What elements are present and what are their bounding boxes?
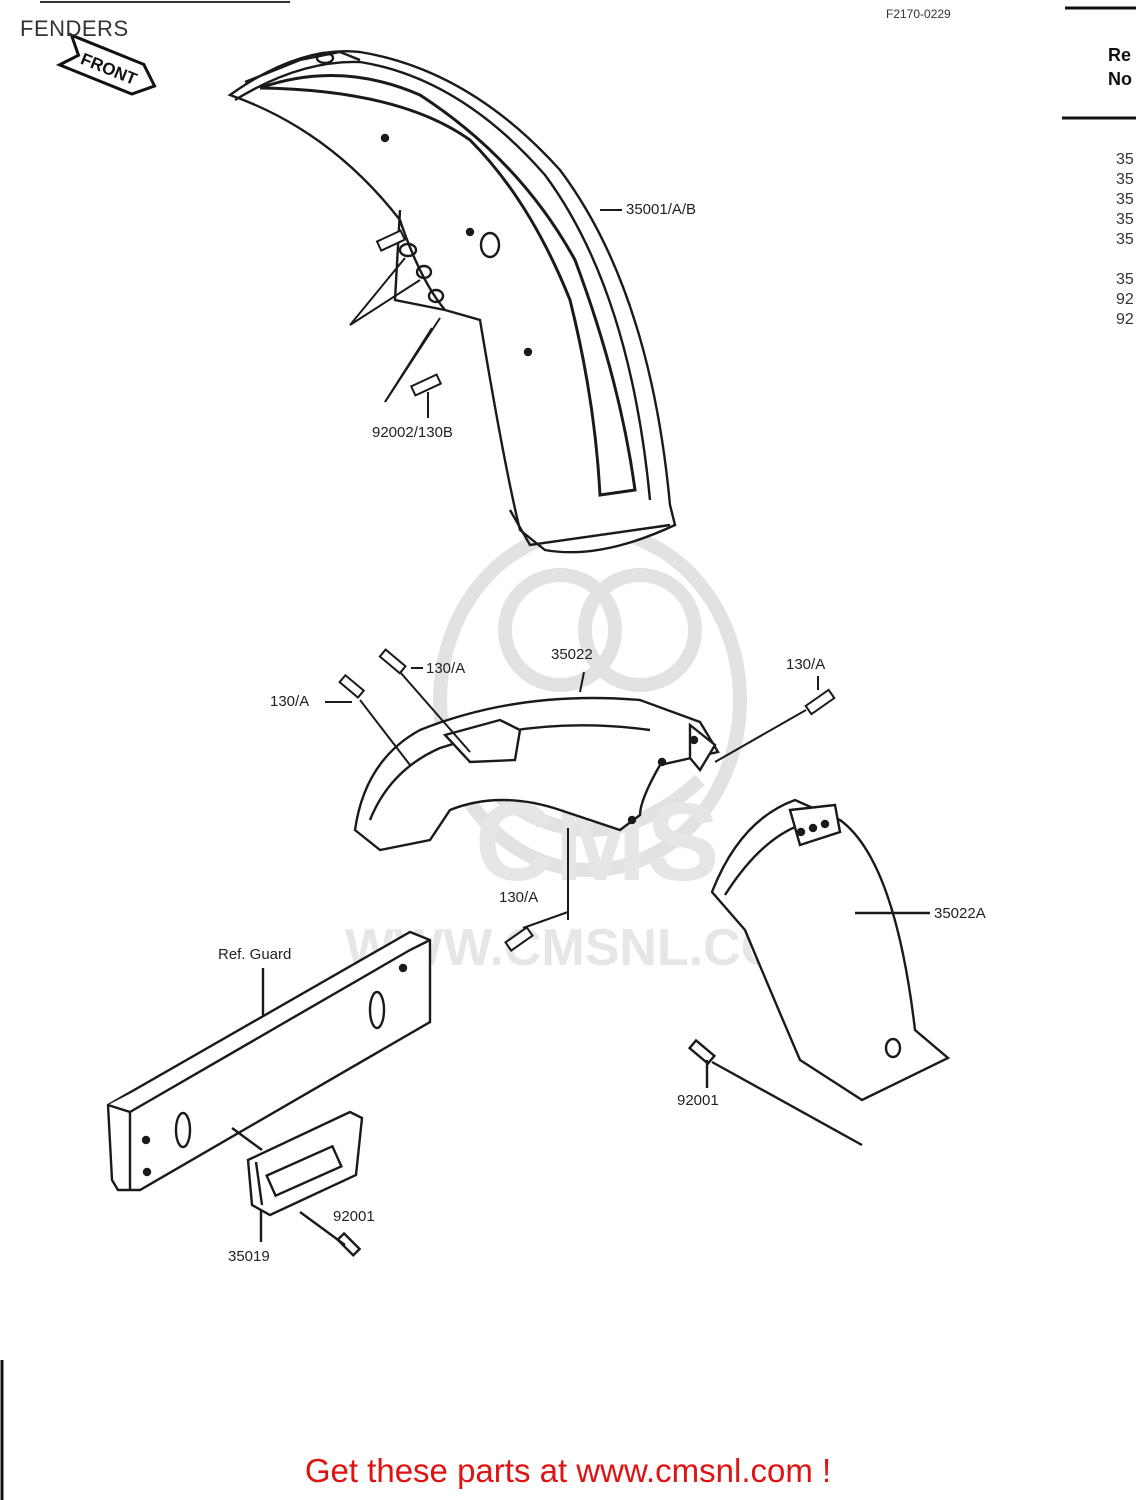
ref-head-line2: No xyxy=(1108,69,1132,89)
ref-number: 35 xyxy=(1116,191,1134,208)
front-fender-bolts xyxy=(349,209,622,418)
callout-front-fender: 35001/A/B xyxy=(626,201,697,218)
ref-head-line1: Re xyxy=(1108,45,1132,65)
guard xyxy=(106,930,432,1192)
ref-number: 35 xyxy=(1116,151,1134,168)
ref-number: 35 xyxy=(1116,171,1134,188)
front-arrow-icon: FRONT xyxy=(55,32,157,96)
callout-bolt-a1: 130/A xyxy=(426,660,466,677)
page-title: FENDERS xyxy=(20,16,129,41)
diagram-code: F2170-0229 xyxy=(886,7,951,21)
ref-number: 35 xyxy=(1116,271,1134,288)
callout-plate-bracket: 35019 xyxy=(228,1248,270,1265)
ref-no-header: Re No xyxy=(1108,43,1132,91)
ref-number: 92 xyxy=(1116,311,1134,328)
rear-flap xyxy=(687,798,951,1147)
callout-rear-fender: 35022 xyxy=(551,646,593,663)
callout-plate-bolt: 92001 xyxy=(333,1208,375,1225)
ref-number: 35 xyxy=(1116,231,1134,248)
ref-gap xyxy=(1116,250,1134,270)
callout-bolt-a2: 130/A xyxy=(270,693,310,710)
plate-bracket xyxy=(231,1110,364,1258)
ref-number-list: 35 35 35 35 35 35 92 92 xyxy=(1116,150,1134,330)
ref-number: 35 xyxy=(1116,211,1134,228)
callout-bolt-a3: 130/A xyxy=(786,656,826,673)
callout-front-bolts: 92002/130B xyxy=(372,424,453,441)
callout-guard: Ref. Guard xyxy=(218,946,292,963)
rear-fender-bolts xyxy=(325,648,836,952)
callout-flap-bolt: 92001 xyxy=(677,1092,719,1109)
footer-promo-link[interactable]: Get these parts at www.cmsnl.com ! xyxy=(304,1452,832,1489)
callout-bolt-a4: 130/A xyxy=(499,889,539,906)
callout-rear-flap: 35022A xyxy=(934,905,986,922)
rear-fender xyxy=(353,696,720,852)
front-fender xyxy=(227,50,677,554)
ref-number: 92 xyxy=(1116,291,1134,308)
